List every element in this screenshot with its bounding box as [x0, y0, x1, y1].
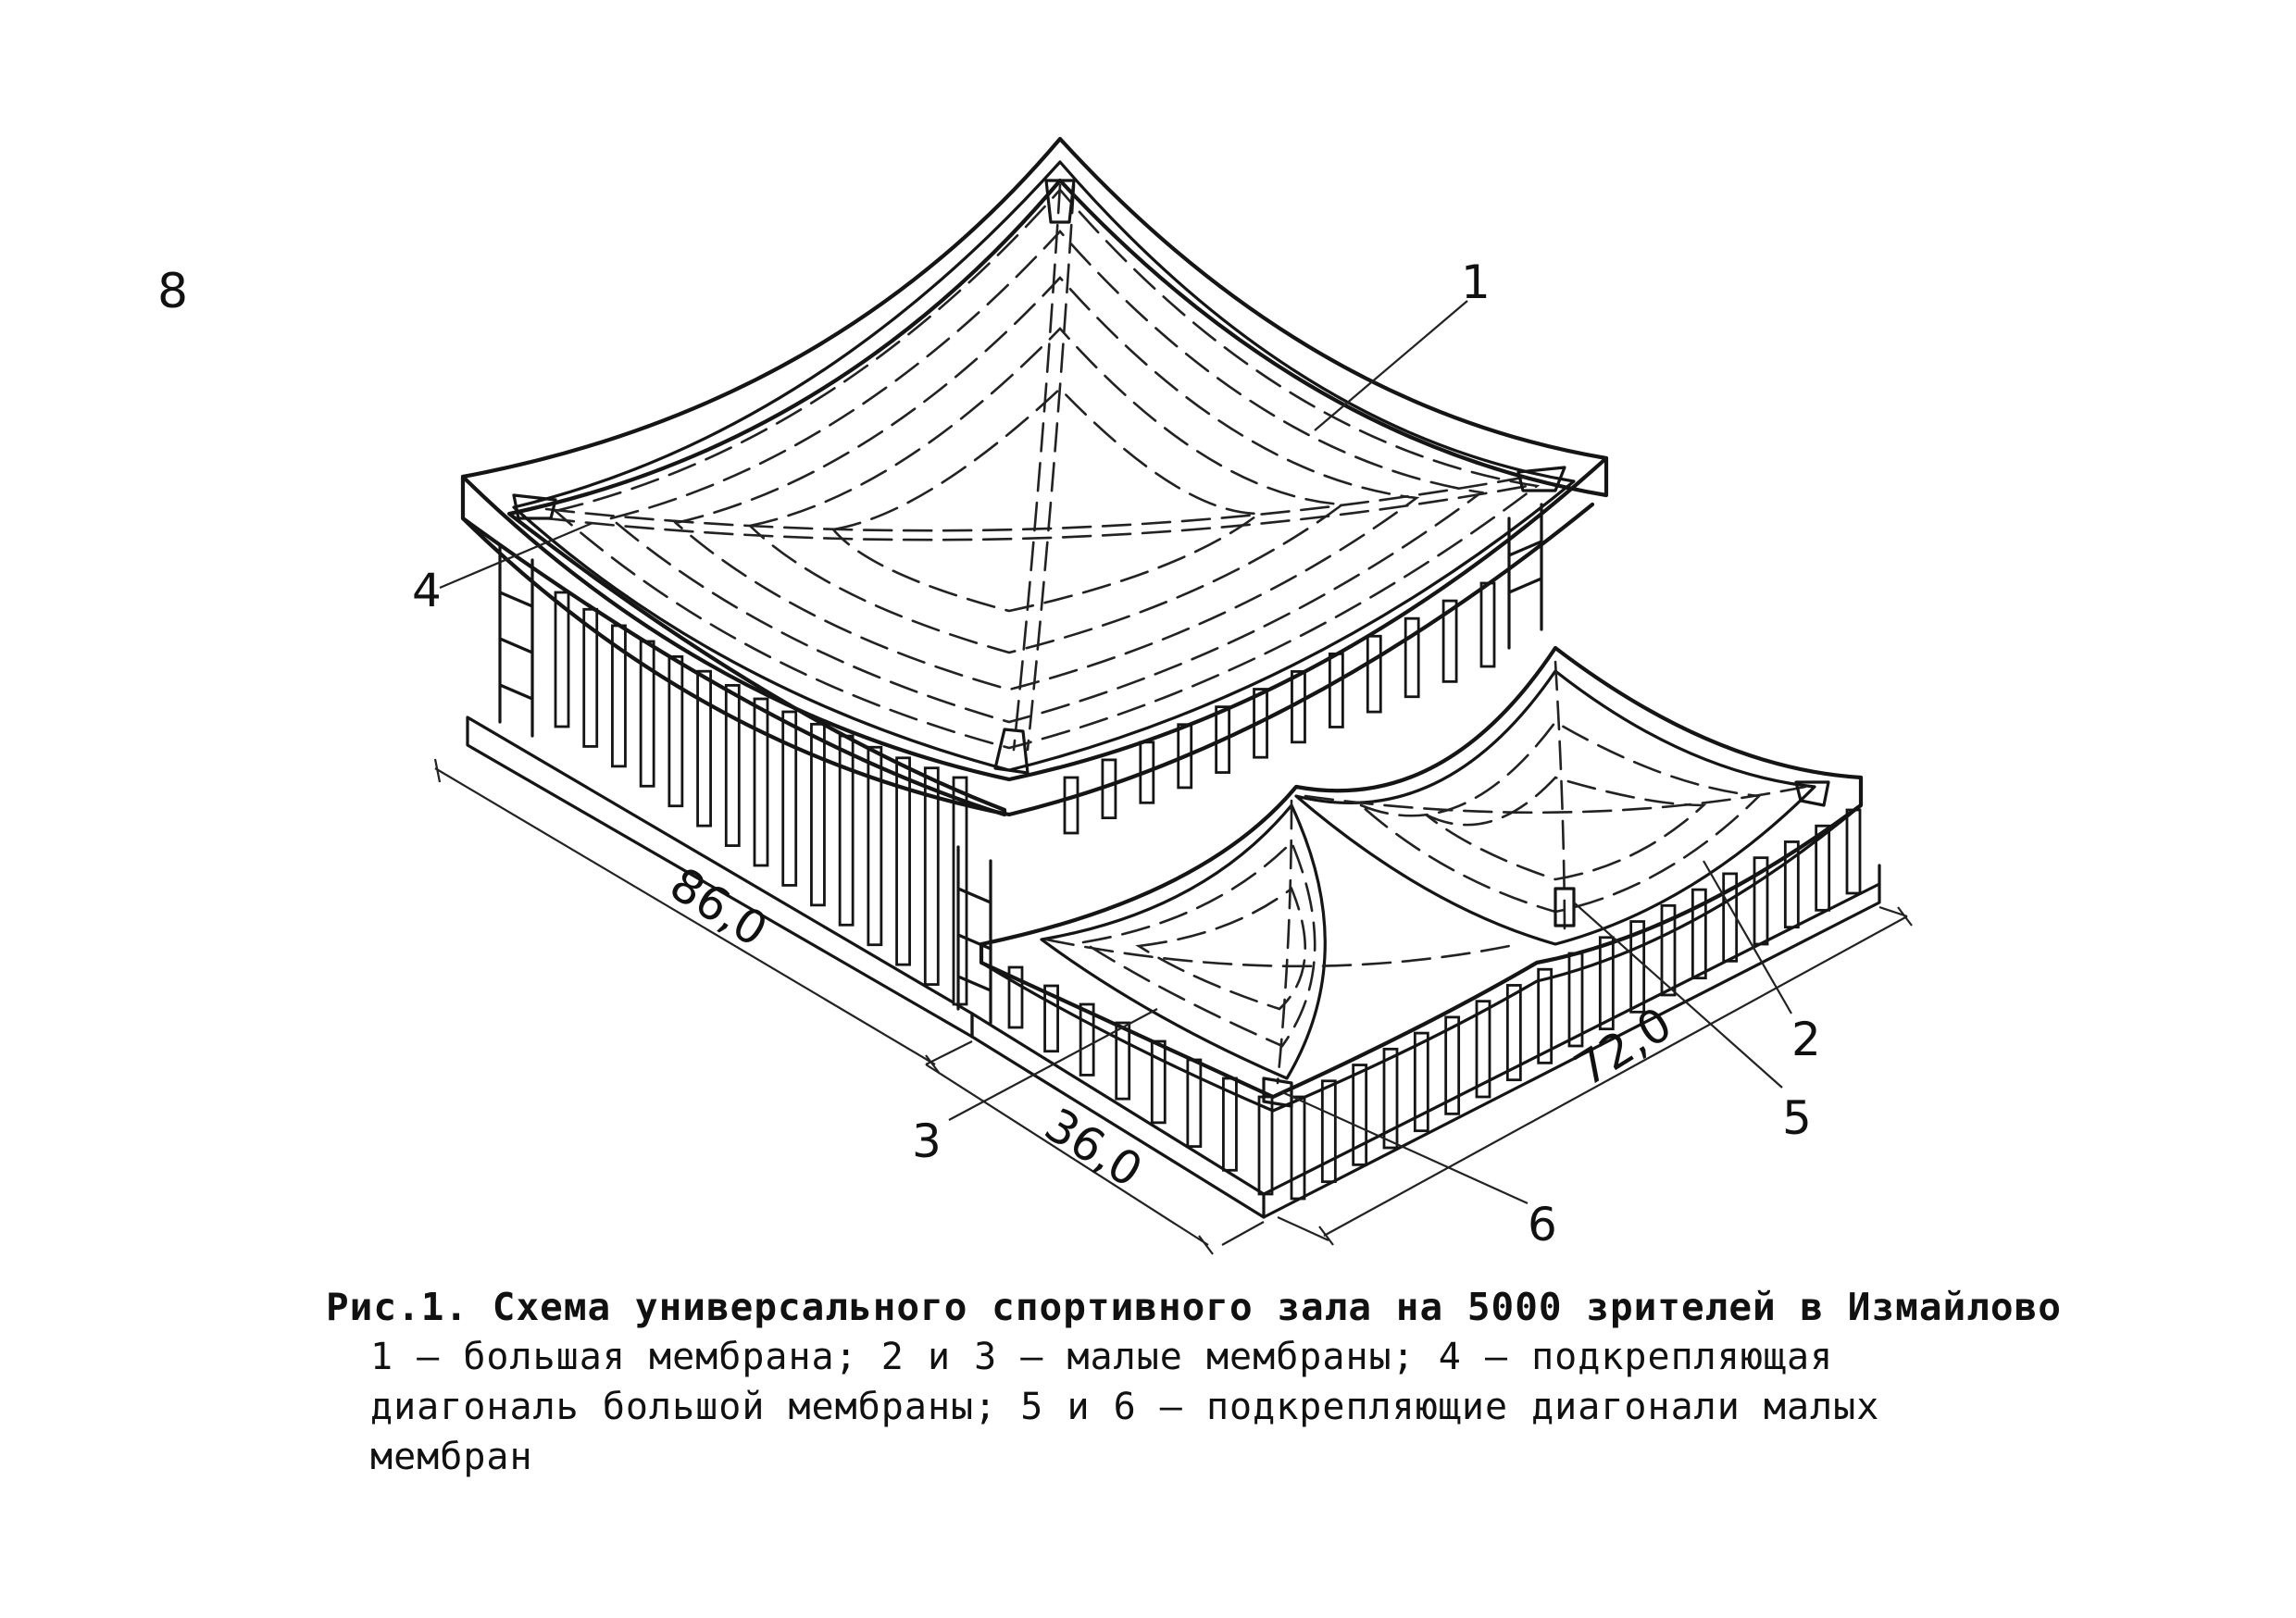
- callout-leaders: [439, 300, 1792, 1205]
- figure-caption: Рис.1. Схема универсального спортивного …: [315, 1282, 2074, 1482]
- callout-numbers: 1 2 3 4 5 6: [412, 255, 1821, 1251]
- callout-2: 2: [1791, 1013, 1821, 1066]
- small-hall-column: [1660, 903, 1677, 997]
- small-hall-stair: [956, 845, 992, 1025]
- big-hall-column: [1479, 581, 1496, 668]
- big-hall-column: [554, 591, 570, 728]
- small-hall-column: [1845, 808, 1862, 895]
- small-hall-column: [1567, 952, 1584, 1048]
- dimension-86: 86,0: [661, 857, 777, 957]
- dimension-lines: [433, 758, 1913, 1255]
- small-hall-column: [1629, 920, 1646, 1014]
- small-hall-column: [1352, 1064, 1368, 1166]
- dimension-labels: 86,0 36,0 72,0: [661, 857, 1681, 1198]
- small-hall-column: [1505, 984, 1522, 1082]
- big-hall-column: [838, 734, 855, 927]
- page-number: 8: [157, 264, 189, 319]
- callout-5: 5: [1782, 1091, 1812, 1145]
- small-hall-columns: [1007, 808, 1862, 1201]
- small-hall-column: [1290, 1095, 1306, 1201]
- small-hall-column: [1150, 1039, 1167, 1125]
- big-hall-column: [1404, 616, 1420, 699]
- big-hall-columns: [554, 581, 1496, 1006]
- big-hall-column: [668, 654, 684, 808]
- callout-6: 6: [1528, 1198, 1557, 1251]
- figure-title: Рис.1. Схема универсального спортивного …: [326, 1285, 2062, 1329]
- small-hall-column: [1475, 1000, 1491, 1099]
- figure-legend: 1 – большая мембрана; 2 и 3 – малые мемб…: [370, 1336, 1880, 1478]
- big-hall-column: [1366, 634, 1382, 714]
- big-hall-column: [1441, 599, 1458, 683]
- small-hall-column: [1598, 936, 1615, 1031]
- small-hall-column: [1691, 888, 1707, 980]
- big-hall-column: [582, 607, 599, 748]
- callout-3: 3: [912, 1114, 942, 1168]
- big-hall-column: [810, 722, 826, 907]
- small-hall-column: [1115, 1021, 1131, 1101]
- big-hall-column: [753, 697, 769, 867]
- big-hall-column: [867, 745, 883, 947]
- small-hall-column: [1413, 1031, 1429, 1133]
- big-hall-column: [895, 756, 911, 966]
- small-hall-column: [1257, 1095, 1274, 1196]
- big-hall-column: [781, 710, 798, 887]
- small-hall-column: [1444, 1015, 1461, 1115]
- callout-4: 4: [412, 564, 442, 617]
- big-hall-column: [1063, 776, 1079, 835]
- small-hall-column: [1815, 824, 1831, 912]
- big-membrane-roof: [460, 136, 1609, 817]
- small-hall-plinth: [970, 864, 1881, 1219]
- big-hall-stair-right: [1507, 503, 1543, 650]
- big-hall-stair-left: [498, 544, 534, 738]
- big-hall-column: [724, 684, 741, 847]
- big-hall-column: [696, 669, 712, 828]
- small-hall-column: [1320, 1079, 1337, 1184]
- callout-1: 1: [1461, 255, 1491, 309]
- big-hall-column: [1328, 652, 1344, 728]
- small-hall-column: [1537, 967, 1554, 1064]
- small-hall-column: [1382, 1047, 1399, 1150]
- big-hall-column: [923, 766, 940, 986]
- small-membranes-roof: [979, 645, 1864, 1113]
